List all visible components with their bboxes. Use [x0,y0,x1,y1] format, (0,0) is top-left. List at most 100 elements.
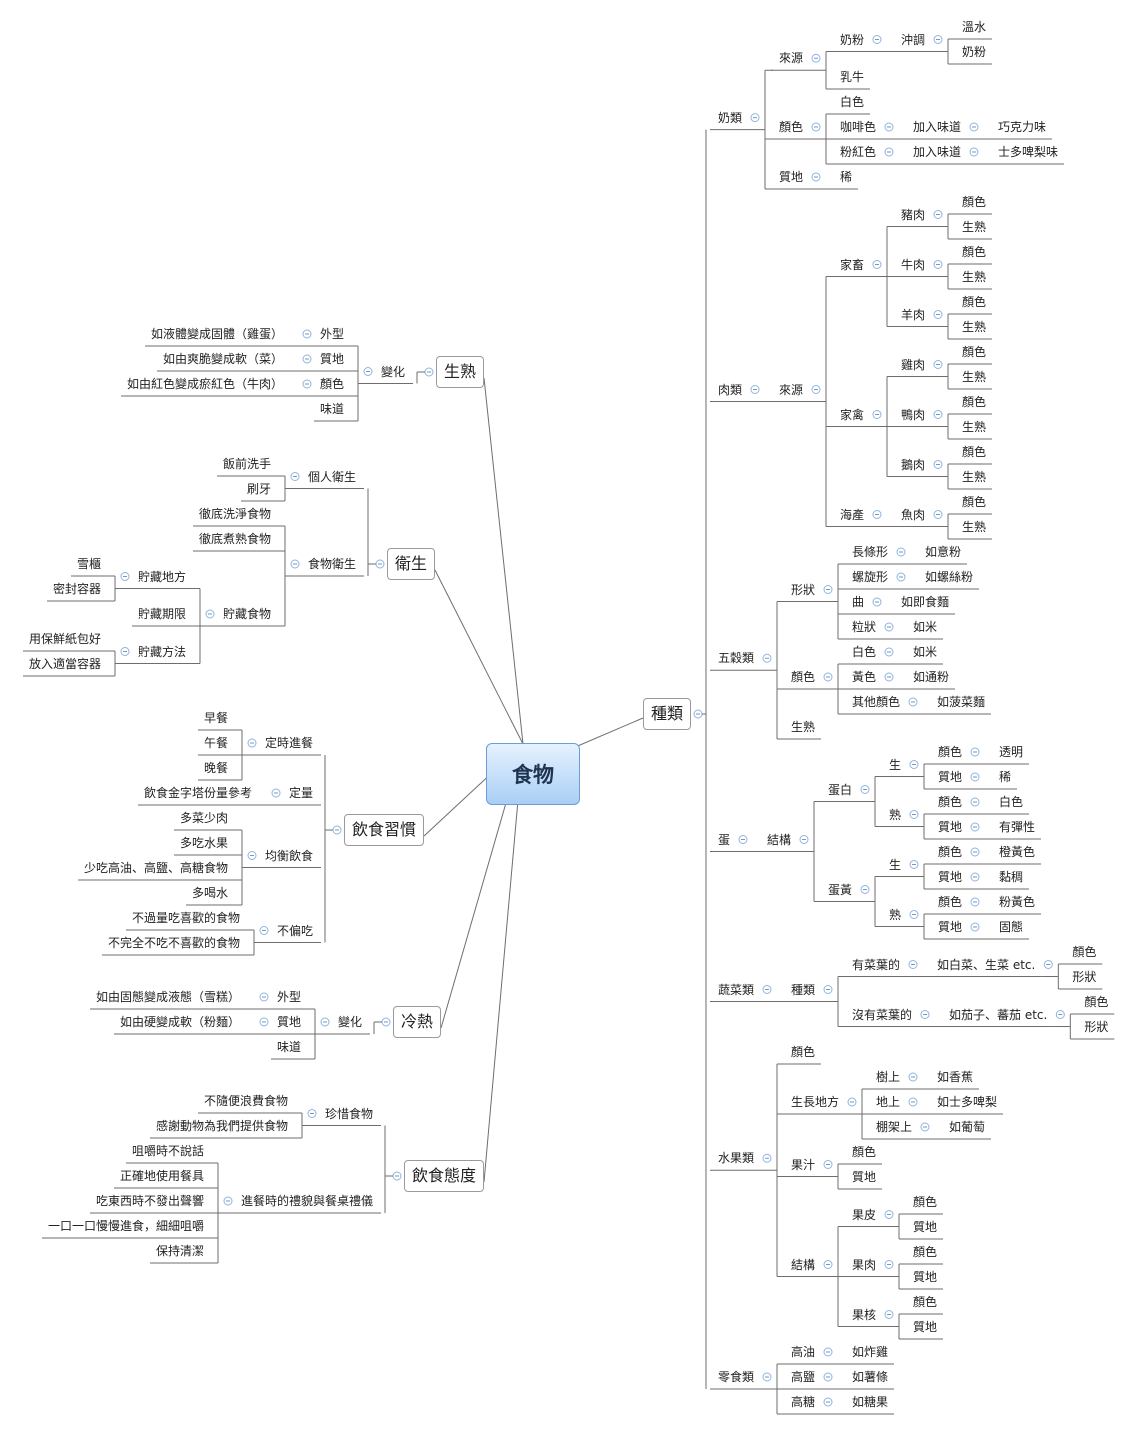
topic-node[interactable]: 外型 [319,327,344,341]
topic-node[interactable]: 鴨肉 [901,407,926,422]
topic-node[interactable]: 曲 [852,595,865,609]
topic-node[interactable]: 質地 [319,352,344,366]
topic-node[interactable]: 質地 [938,920,963,934]
topic-node[interactable]: 稀 [840,170,853,184]
topic-node[interactable]: 生熟 [962,270,987,284]
topic-node[interactable]: 如由爽脆變成軟（菜） [162,352,283,366]
topic-node[interactable]: 稀 [999,770,1012,784]
topic-node[interactable]: 固態 [999,920,1024,934]
topic-node[interactable]: 沒有菜葉的 [852,1007,913,1022]
topic-node[interactable]: 有彈性 [999,820,1036,834]
topic-node[interactable]: 生長地方 [791,1095,840,1109]
topic-node[interactable]: 顏色 [913,1195,938,1209]
topic-node[interactable]: 如茄子、蕃茄 etc. [949,1007,1048,1022]
topic-node[interactable]: 蛋黃 [828,882,853,897]
topic-node[interactable]: 生熟 [962,370,987,384]
topic-node[interactable]: 樹上 [876,1070,901,1084]
topic-node[interactable]: 魚肉 [901,507,926,522]
topic-node[interactable]: 黃色 [852,670,877,684]
topic-node[interactable]: 奶粉 [840,32,865,47]
topic-node[interactable]: 顏色 [779,120,804,134]
topic-node[interactable]: 如米 [913,645,938,659]
topic-node[interactable]: 顏色 [962,345,987,359]
topic-node[interactable]: 白色 [840,95,865,109]
topic-node[interactable]: 一口一口慢慢進食，細細咀嚼 [47,1219,204,1233]
topic-node[interactable]: 形狀 [791,582,816,597]
topic-node[interactable]: 如糖果 [852,1395,889,1409]
topic-node[interactable]: 零食類 [718,1370,755,1384]
topic-node[interactable]: 均衡飲食 [264,848,313,863]
main-topic[interactable]: 種類 [643,698,692,730]
topic-node[interactable]: 質地 [938,820,963,834]
topic-node[interactable]: 正確地使用餐具 [119,1169,204,1183]
topic-node[interactable]: 士多啤梨味 [998,145,1059,159]
topic-node[interactable]: 鵝肉 [901,457,926,472]
topic-node[interactable]: 食物衛生 [307,557,356,571]
topic-node[interactable]: 少吃高油、高鹽、高糖食物 [83,861,228,875]
topic-node[interactable]: 種類 [791,982,816,997]
topic-node[interactable]: 黏稠 [999,870,1024,884]
main-topic[interactable]: 衛生 [386,548,435,580]
topic-node[interactable]: 如炸雞 [852,1345,889,1359]
topic-node[interactable]: 顏色 [962,445,987,459]
topic-node[interactable]: 透明 [999,745,1024,759]
topic-node[interactable]: 咖啡色 [840,120,877,134]
topic-node[interactable]: 奶粉 [962,45,987,59]
topic-node[interactable]: 生 [889,857,902,872]
topic-node[interactable]: 定量 [288,786,313,800]
topic-node[interactable]: 牛肉 [901,257,926,272]
topic-node[interactable]: 如意粉 [925,545,962,559]
topic-node[interactable]: 顏色 [962,395,987,409]
topic-node[interactable]: 如即食麵 [901,595,950,609]
topic-node[interactable]: 早餐 [203,711,228,725]
topic-node[interactable]: 變化 [337,1015,362,1029]
topic-node[interactable]: 顏色 [962,495,987,509]
topic-node[interactable]: 個人衛生 [307,469,356,484]
topic-node[interactable]: 奶類 [718,110,743,125]
topic-node[interactable]: 刷牙 [246,482,271,496]
topic-node[interactable]: 蛋白 [828,782,853,797]
topic-node[interactable]: 粉黃色 [999,895,1036,909]
topic-node[interactable]: 貯藏方法 [137,644,186,659]
topic-node[interactable]: 白色 [852,645,877,659]
topic-node[interactable]: 高糖 [791,1395,816,1409]
topic-node[interactable]: 生熟 [962,470,987,484]
topic-node[interactable]: 顏色 [913,1245,938,1259]
topic-node[interactable]: 熟 [889,807,902,822]
topic-node[interactable]: 味道 [319,402,344,416]
topic-node[interactable]: 飲食金字塔份量參考 [143,786,252,800]
topic-node[interactable]: 徹底煮熟食物 [198,532,271,546]
topic-node[interactable]: 雞肉 [901,357,926,372]
topic-node[interactable]: 生熟 [962,320,987,334]
topic-node[interactable]: 形狀 [1084,1020,1109,1034]
topic-node[interactable]: 顏色 [913,1295,938,1309]
topic-node[interactable]: 如由紅色變成瘀紅色（牛肉） [126,377,283,391]
topic-node[interactable]: 貯藏食物 [222,607,271,621]
topic-node[interactable]: 如米 [913,620,938,634]
main-topic[interactable]: 冷熱 [392,1006,441,1038]
topic-node[interactable]: 味道 [276,1040,301,1054]
topic-node[interactable]: 貯藏期限 [137,607,186,621]
topic-node[interactable]: 如香蕉 [937,1070,974,1084]
topic-node[interactable]: 熟 [889,907,902,922]
topic-node[interactable]: 咀嚼時不說話 [131,1144,204,1158]
topic-node[interactable]: 如由硬變成軟（粉麵） [119,1015,240,1029]
topic-node[interactable]: 顏色 [938,895,963,909]
topic-node[interactable]: 棚架上 [876,1120,913,1134]
topic-node[interactable]: 果皮 [852,1207,877,1222]
topic-node[interactable]: 顏色 [852,1145,877,1159]
topic-node[interactable]: 加入味道 [913,120,962,134]
topic-node[interactable]: 質地 [913,1220,938,1234]
topic-node[interactable]: 粉紅色 [840,145,877,159]
topic-node[interactable]: 五穀類 [718,651,755,666]
topic-node[interactable]: 乳牛 [840,70,865,84]
topic-node[interactable]: 蛋 [718,832,731,847]
topic-node[interactable]: 顏色 [938,845,963,859]
topic-node[interactable]: 生熟 [791,720,816,734]
topic-node[interactable]: 多吃水果 [179,836,228,850]
topic-node[interactable]: 家禽 [840,407,865,422]
topic-node[interactable]: 密封容器 [52,582,101,596]
topic-node[interactable]: 晚餐 [203,761,228,775]
topic-node[interactable]: 溫水 [962,20,987,34]
main-topic[interactable]: 飲食態度 [403,1160,484,1192]
